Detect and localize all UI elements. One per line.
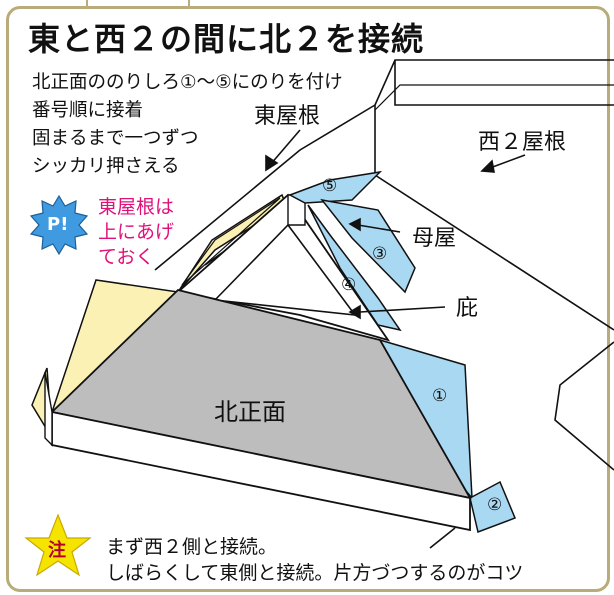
glue-number-3: ③	[372, 244, 388, 264]
note-line-1: まず西２側と接続。	[106, 536, 278, 558]
label-north-front: 北正面	[214, 398, 286, 426]
point-note-line-2: 上にあげ	[98, 221, 175, 243]
page-title: 東と西２の間に北２を接続	[28, 20, 425, 58]
note-line-2: しばらくして東側と接続。片方づつするのがコツ	[106, 562, 524, 584]
glue-number-5: ⑤	[322, 176, 338, 196]
step-line-1: 北正面ののりしろ①〜⑤にのりを付け	[32, 72, 343, 93]
label-east-roof: 東屋根	[254, 104, 321, 129]
step-line-3: 固まるまで一つずつ	[32, 128, 199, 149]
point-badge-burst	[29, 194, 89, 256]
west2-roof-outline	[374, 59, 614, 471]
label-purlin: 母屋	[412, 226, 457, 251]
glue-tab-5	[288, 170, 383, 204]
glue-tab-2	[469, 480, 516, 534]
point-badge-label: P!	[47, 214, 69, 235]
step-line-4: シッカリ押さえる	[32, 156, 180, 177]
glue-tab-3	[320, 198, 416, 294]
glue-tab-4	[307, 204, 402, 332]
glue-number-2: ②	[487, 495, 503, 515]
point-note-line-1: 東屋根は	[98, 196, 175, 218]
glue-number-1: ①	[432, 386, 448, 406]
label-eaves: 庇	[456, 296, 479, 321]
glue-number-4: ④	[341, 275, 357, 295]
step-line-2: 番号順に接着	[32, 100, 144, 121]
pointer-arrows	[265, 129, 526, 549]
point-note-line-3: ておく	[98, 246, 155, 268]
note-badge-label: 注	[48, 540, 66, 561]
label-west2-roof: 西２屋根	[478, 130, 567, 155]
note-badge-star	[24, 513, 92, 577]
